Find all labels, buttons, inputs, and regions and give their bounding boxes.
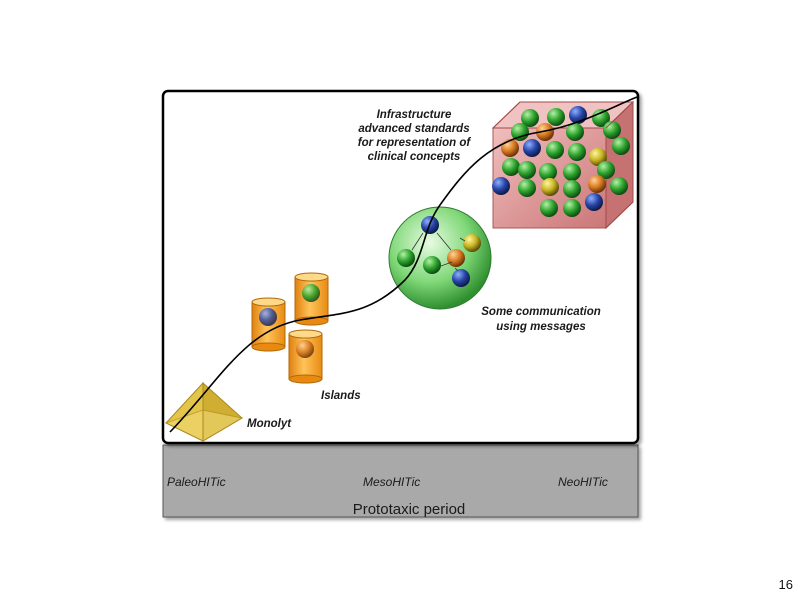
label-infrastructure-1: Infrastructure [377, 109, 452, 121]
cylinder-islands-3 [288, 329, 323, 384]
sphere-communication [388, 206, 492, 310]
era-paleo: PaleoHITic [167, 475, 226, 489]
label-communication-2: using messages [496, 321, 585, 333]
label-islands: Islands [321, 390, 361, 402]
cylinder-islands-2 [294, 272, 329, 326]
era-meso: MesoHITic [363, 475, 420, 489]
timeline-bar [162, 444, 639, 518]
pyramid-monolyt [164, 381, 244, 442]
cylinder-islands-1 [251, 297, 286, 352]
period-label: Prototaxic period [353, 501, 466, 518]
era-neo: NeoHITic [558, 475, 608, 489]
label-infrastructure-3: for representation of [358, 137, 472, 149]
label-infrastructure-4: clinical concepts [368, 151, 461, 163]
page-number: 16 [778, 577, 793, 592]
label-communication-1: Some communication [481, 306, 601, 318]
label-monolyt: Monolyt [247, 418, 292, 430]
cube-infrastructure [491, 100, 635, 230]
evolution-curve [169, 96, 638, 433]
label-infrastructure-2: advanced standards [358, 123, 469, 135]
cube-balls [492, 106, 630, 217]
